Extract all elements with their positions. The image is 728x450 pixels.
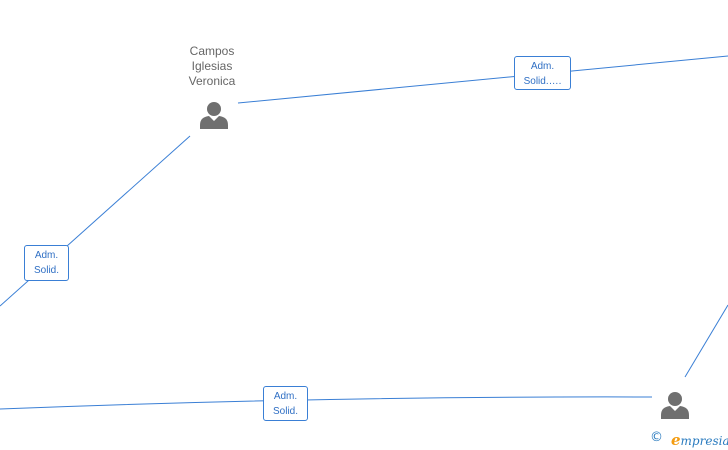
edge-label-e3[interactable]: Adm. Solid. [263, 386, 308, 421]
edge-label-line: Solid. [272, 406, 298, 417]
edge-label-e1[interactable]: Adm. Solid.…. [514, 56, 571, 90]
edge-label-line: Solid.…. [523, 76, 562, 87]
edge-label-e2[interactable]: Adm. Solid. [24, 245, 69, 281]
edge-line-bottom-right-up [684, 304, 728, 378]
edge-label-line: Adm. [34, 250, 59, 261]
edge-label-line: Solid. [33, 265, 59, 276]
copyright-symbol: © [650, 430, 663, 445]
edge-line-bottom [0, 396, 653, 410]
node-label-campos[interactable]: Campos Iglesias Veronica [172, 44, 252, 89]
node-label-line: Veronica [188, 74, 236, 88]
edge-line-campos-to-right [237, 55, 728, 104]
person-icon[interactable] [200, 102, 228, 129]
brand-logo: empresia [671, 431, 728, 449]
edge-label-line: Adm. [530, 61, 555, 72]
person-icon[interactable] [661, 392, 689, 419]
node-label-line: Iglesias [191, 59, 233, 73]
brand-logo-rest: mpresia [680, 434, 728, 448]
brand-logo-e: e [671, 431, 681, 449]
node-label-line: Campos [189, 44, 235, 58]
edge-label-line: Adm. [273, 391, 298, 402]
